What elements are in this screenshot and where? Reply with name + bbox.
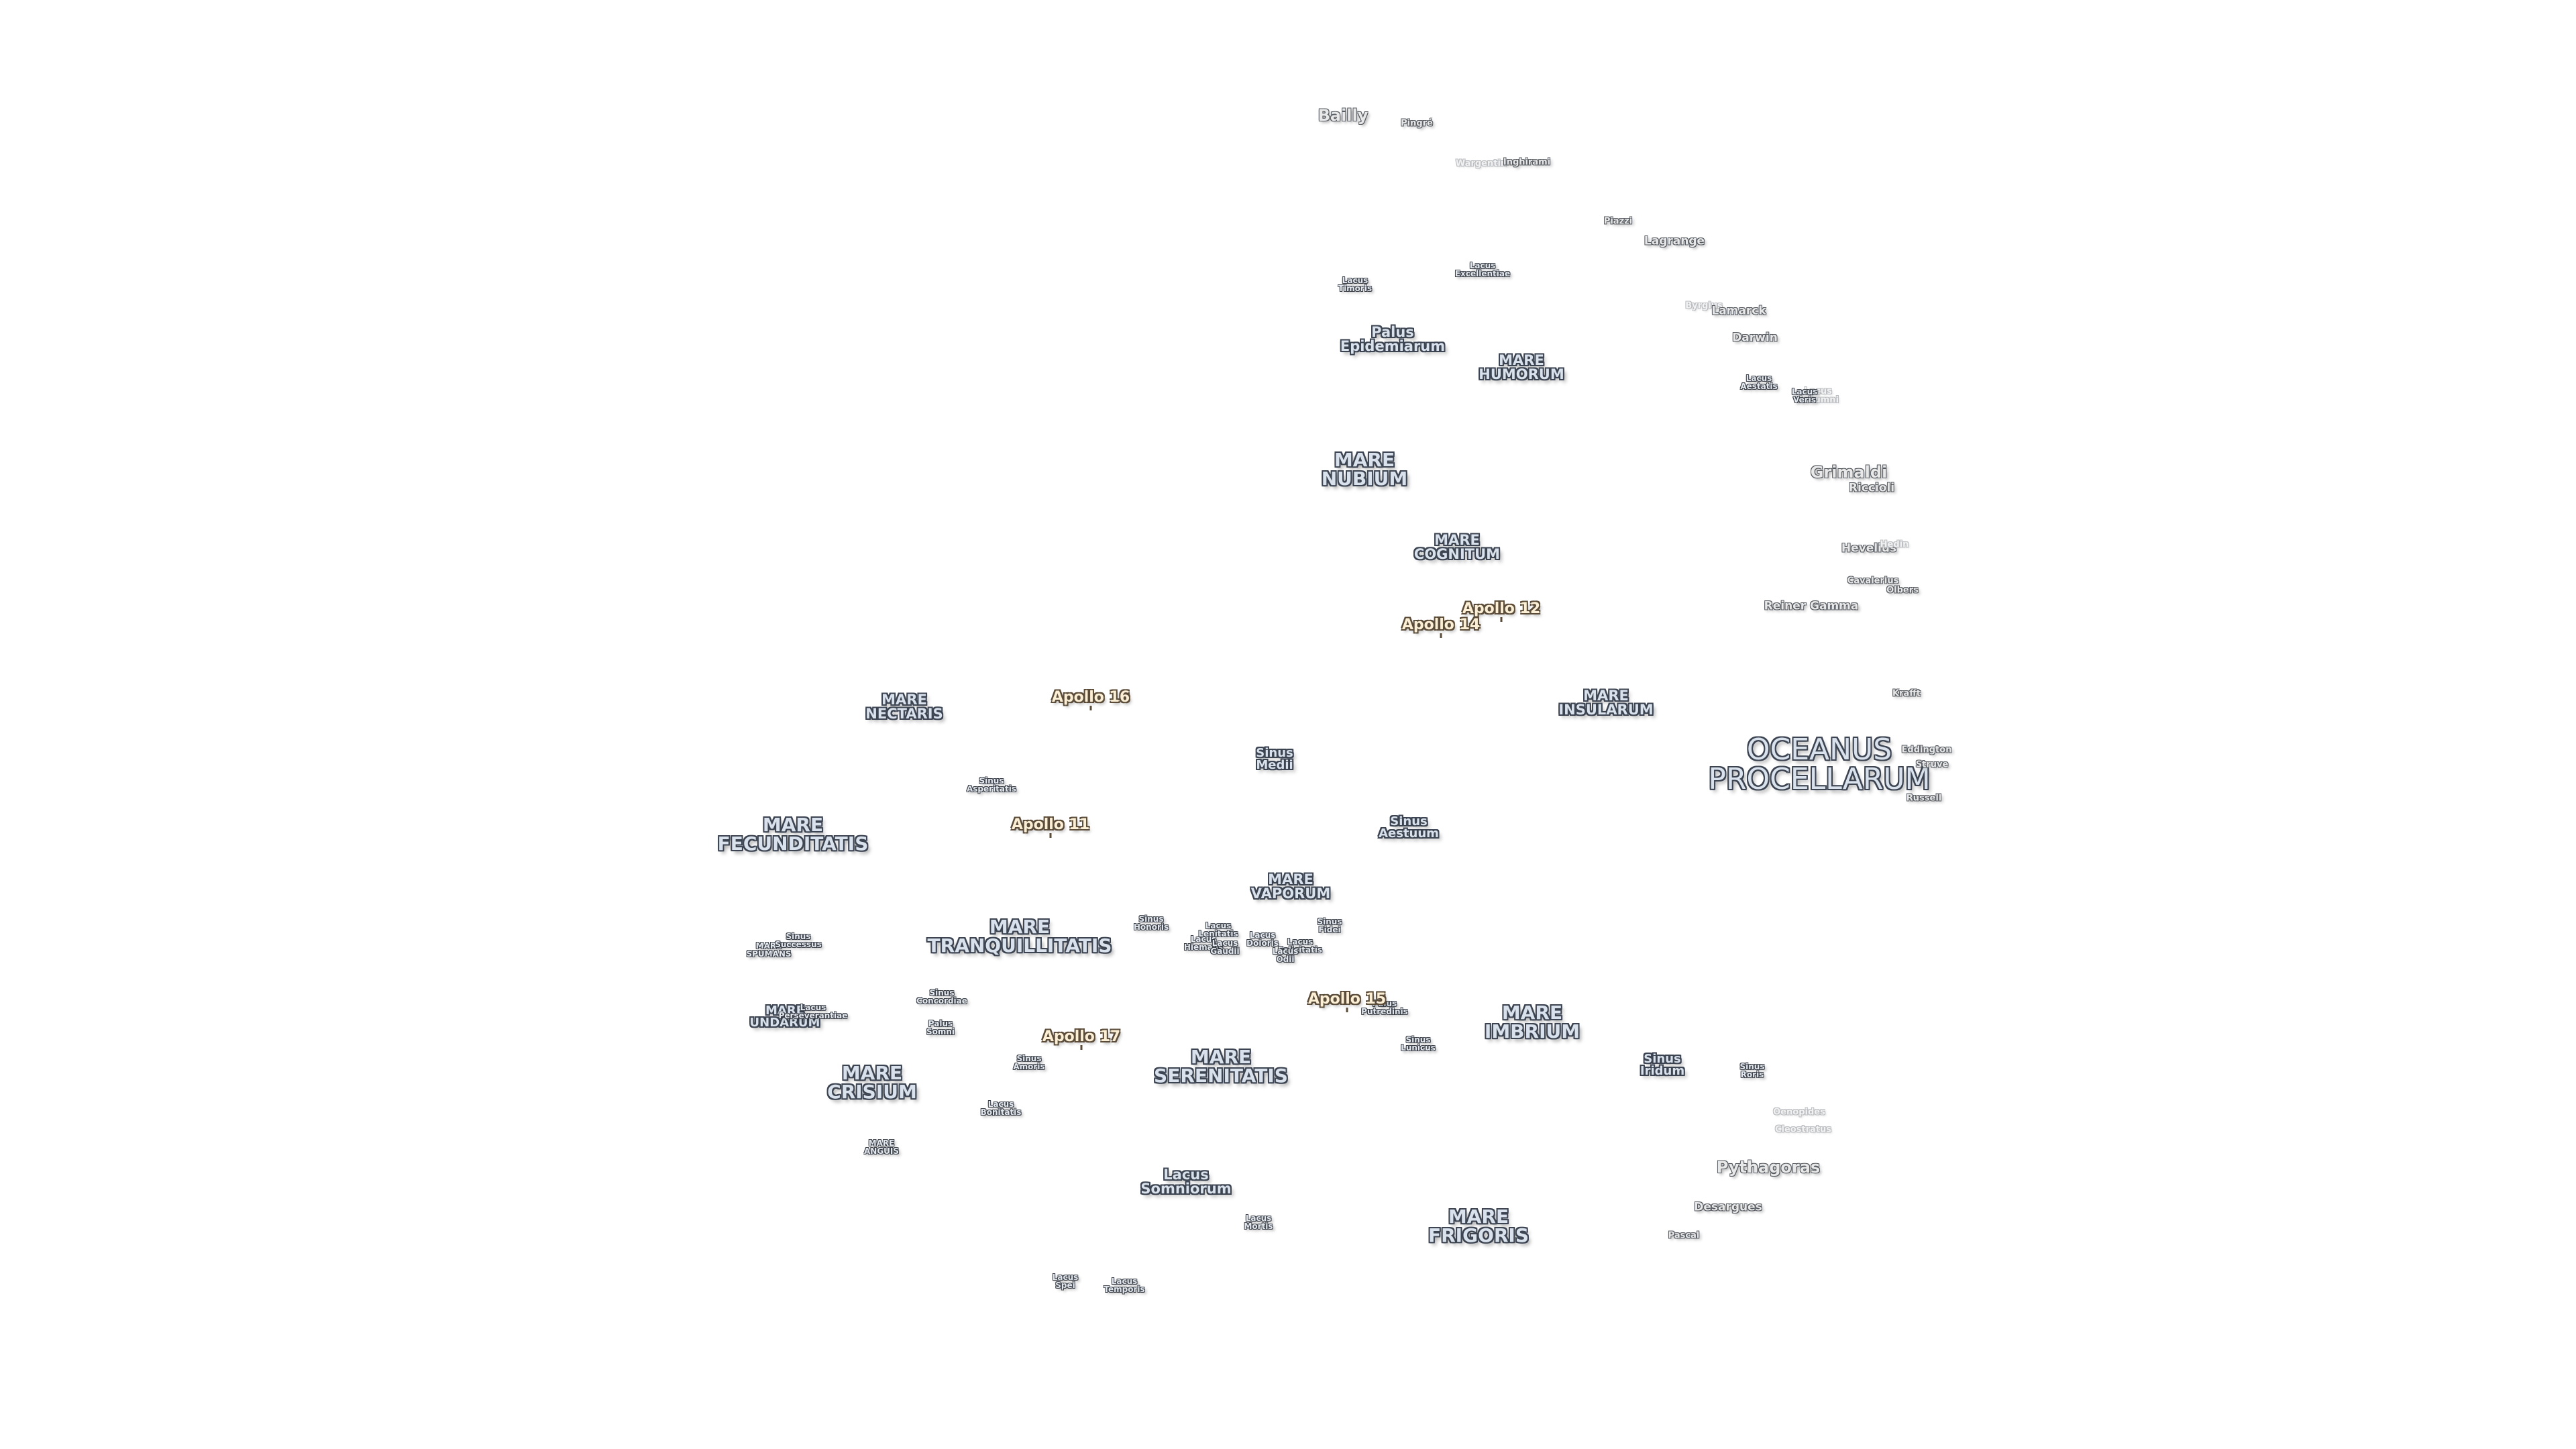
label-sinus-fidei: Sinus Fidei bbox=[1317, 917, 1342, 934]
label-lacus-autumni: Lacus Autumni bbox=[1796, 386, 1839, 405]
label-reiner-gamma: Reiner Gamma bbox=[1764, 599, 1859, 613]
label-piazzi: Piazzi bbox=[1603, 216, 1633, 227]
label-lacus-timoris: Lacus Timoris bbox=[1338, 276, 1373, 293]
label-mare-serenitatis: MARE SERENITATIS bbox=[1154, 1046, 1288, 1087]
label-lacus-odii: Lacus Odii bbox=[1272, 947, 1299, 964]
label-mare-humorum: MARE HUMORUM bbox=[1479, 352, 1564, 382]
label-oenopides: Oenopides bbox=[1773, 1107, 1825, 1118]
label-apollo-16: Apollo 16 bbox=[1051, 689, 1130, 706]
label-lacus-doloris: Lacus Doloris bbox=[1246, 930, 1279, 948]
label-apollo-17: Apollo 17 bbox=[1042, 1028, 1121, 1045]
label-struve: Struve bbox=[1915, 759, 1949, 770]
label-cavalerius: Cavalerius bbox=[1847, 576, 1899, 586]
label-mare-vaporum: MARE VAPORUM bbox=[1250, 871, 1331, 902]
label-sinus-concordiae: Sinus Concordiae bbox=[916, 988, 967, 1006]
label-hevelius: Hevelius bbox=[1841, 541, 1897, 555]
label-sinus-asperitatis: Sinus Asperitatis bbox=[966, 776, 1017, 794]
label-lacus-somniorum: Lacus Somniorum bbox=[1140, 1167, 1232, 1197]
label-mare-insularum: MARE INSULARUM bbox=[1558, 688, 1654, 718]
label-pingre: Pingré bbox=[1401, 118, 1433, 129]
label-mare-frigoris: MARE FRIGORIS bbox=[1428, 1205, 1529, 1246]
label-oceanus-procellarum: OCEANUS PROCELLARUM bbox=[1708, 733, 1931, 796]
label-mare-spumans: MARE SPUMANS bbox=[746, 941, 792, 959]
label-lacus-aestatis: Lacus Aestatis bbox=[1740, 374, 1778, 391]
label-hedin: Hedin bbox=[1880, 539, 1909, 550]
label-palus-epidemiarum: Palus Epidemiarum bbox=[1340, 324, 1446, 354]
label-lacus-bonitatis: Lacus Bonitatis bbox=[980, 1099, 1022, 1117]
label-mare-tranquillitatis: MARE TRANQUILLITATIS bbox=[927, 916, 1112, 957]
label-desargues: Desargues bbox=[1694, 1200, 1762, 1214]
landing-site-marker-apollo-14 bbox=[1440, 633, 1442, 638]
label-russell: Russell bbox=[1906, 793, 1942, 804]
label-krafft: Krafft bbox=[1892, 688, 1921, 699]
label-lacus-mortis: Lacus Mortis bbox=[1244, 1214, 1273, 1231]
label-lacus-temporis: Lacus Temporis bbox=[1104, 1277, 1145, 1294]
label-bailly: Bailly bbox=[1318, 106, 1368, 125]
label-lacus-felicitatis: Lacus Felicitatis bbox=[1277, 937, 1323, 955]
label-apollo-11: Apollo 11 bbox=[1011, 816, 1090, 833]
label-lacus-gaudii: Lacus Gaudii bbox=[1210, 938, 1240, 956]
label-apollo-14: Apollo 14 bbox=[1401, 616, 1481, 633]
landing-site-marker-apollo-16 bbox=[1089, 706, 1092, 710]
label-wargentin: Wargentin bbox=[1455, 158, 1507, 169]
label-apollo-12: Apollo 12 bbox=[1462, 600, 1541, 617]
label-lacus-veris: Lacus Veris bbox=[1791, 387, 1818, 405]
label-riccioli: Riccioli bbox=[1848, 481, 1895, 495]
label-mare-imbrium: MARE IMBRIUM bbox=[1484, 1002, 1580, 1042]
label-lamarck: Lamarck bbox=[1711, 304, 1766, 318]
label-pythagoras: Pythagoras bbox=[1716, 1158, 1821, 1177]
label-lacus-excellentiae: Lacus Excellentiae bbox=[1454, 261, 1511, 278]
label-darwin: Darwin bbox=[1732, 331, 1778, 345]
label-sinus-aestuum: Sinus Aestuum bbox=[1379, 814, 1439, 841]
label-cleostratus: Cleostratus bbox=[1774, 1124, 1832, 1135]
landing-site-marker-apollo-15 bbox=[1346, 1008, 1348, 1012]
landing-site-marker-apollo-11 bbox=[1049, 833, 1052, 838]
label-inghirami: Inghirami bbox=[1503, 157, 1551, 168]
label-mare-fecunditatis: MARE FECUNDITATIS bbox=[717, 814, 869, 855]
label-sinus-amoris: Sinus Amoris bbox=[1013, 1054, 1045, 1071]
label-sinus-successus: Sinus Successus bbox=[775, 932, 822, 949]
label-byrgius: Byrgius bbox=[1685, 301, 1723, 311]
label-lacus-perseverantiae: Lacus Perseverantiae bbox=[778, 1003, 848, 1020]
label-sinus-medii: Sinus Medii bbox=[1256, 746, 1293, 772]
landing-site-marker-apollo-12 bbox=[1500, 617, 1503, 622]
label-apollo-15: Apollo 15 bbox=[1307, 991, 1387, 1008]
label-palus-somni: Palus Somni bbox=[926, 1019, 955, 1036]
label-mare-crisium: MARE CRISIUM bbox=[827, 1062, 917, 1103]
label-sinus-roris: Sinus Roris bbox=[1739, 1062, 1765, 1079]
label-lacus-spei: Lacus Spei bbox=[1052, 1273, 1079, 1290]
label-sinus-lunicus: Sinus Lunicus bbox=[1401, 1035, 1436, 1053]
label-lacus-hiemalis: Lacus Hiemalis bbox=[1183, 934, 1224, 952]
label-mare-nectaris: MARE NECTARIS bbox=[865, 692, 943, 722]
label-mare-anguis: MARE ANGUIS bbox=[863, 1138, 900, 1156]
label-olbers: Olbers bbox=[1886, 585, 1919, 596]
label-pascal: Pascal bbox=[1668, 1230, 1700, 1241]
label-grimaldi: Grimaldi bbox=[1810, 463, 1888, 482]
label-mare-nubium: MARE NUBIUM bbox=[1321, 449, 1408, 490]
label-palus-putredinis: Palus Putredinis bbox=[1361, 999, 1408, 1016]
label-mare-cognitum: MARE COGNITUM bbox=[1413, 532, 1501, 562]
label-sinus-iridum: Sinus Iridum bbox=[1640, 1052, 1685, 1078]
landing-site-marker-apollo-17 bbox=[1080, 1045, 1083, 1050]
label-lacus-lenitatis: Lacus Lenitatis bbox=[1198, 921, 1238, 938]
label-lagrange: Lagrange bbox=[1644, 234, 1705, 248]
label-sinus-honoris: Sinus Honoris bbox=[1133, 914, 1169, 932]
label-mare-undarum: MARE UNDARUM bbox=[749, 1004, 820, 1030]
label-eddington: Eddington bbox=[1901, 745, 1952, 755]
